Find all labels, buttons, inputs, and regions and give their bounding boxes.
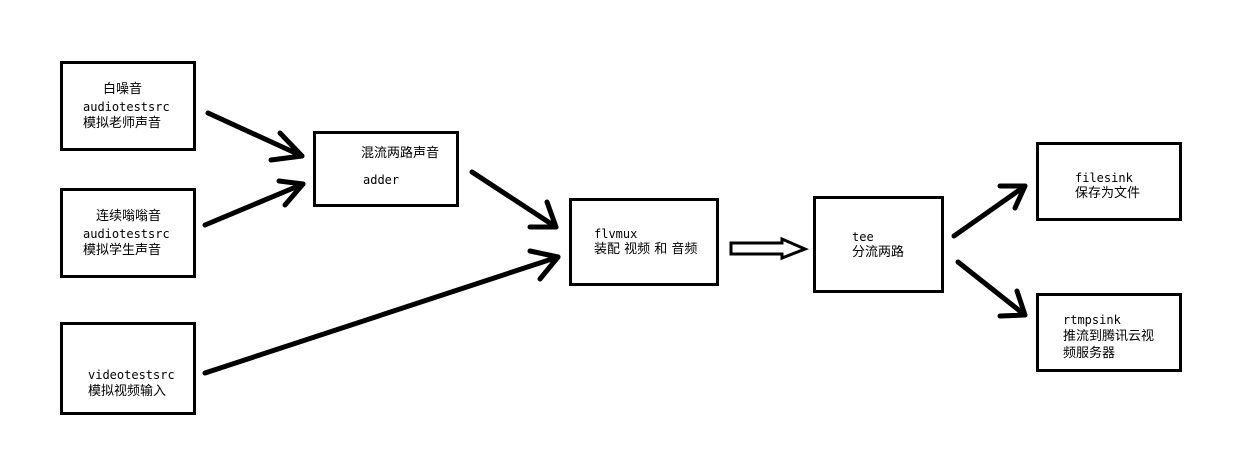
node-tee-desc: 分流两路 [852, 245, 905, 260]
node-video: videotestsrc 模拟视频输入 [60, 322, 196, 415]
node-tee: tee 分流两路 [813, 196, 944, 293]
node-rtmpsink: rtmpsink 推流到腾讯云视 频服务器 [1036, 293, 1182, 372]
arrow-tee-to-rtmpsink [955, 259, 1028, 319]
node-flvmux-element: flvmux [594, 227, 638, 241]
node-rtmpsink-desc-line1: 推流到腾讯云视 [1063, 329, 1155, 344]
arrow-beep-to-adder [202, 178, 306, 228]
node-tee-element: tee [852, 230, 874, 244]
node-rtmpsink-element: rtmpsink [1063, 313, 1121, 327]
node-rtmpsink-desc-line2: 频服务器 [1063, 346, 1116, 361]
node-filesink-desc: 保存为文件 [1075, 186, 1141, 201]
node-adder-element: adder [363, 173, 400, 187]
node-beep-desc: 模拟学生声音 [83, 243, 162, 258]
arrow-adder-to-flvmux [469, 169, 559, 230]
arrow-flvmux-to-tee [729, 236, 809, 261]
node-beep-element: audiotestsrc [83, 227, 170, 241]
node-beep-title: 连续嗡嗡音 [96, 209, 162, 224]
node-video-element: videotestsrc [88, 368, 175, 382]
node-flvmux: flvmux 装配 视频 和 音频 [569, 198, 719, 286]
node-white-noise: 白噪音 audiotestsrc 模拟老师声音 [60, 61, 196, 151]
node-video-desc: 模拟视频输入 [88, 384, 167, 399]
node-white-noise-desc: 模拟老师声音 [83, 116, 162, 131]
node-flvmux-desc: 装配 视频 和 音频 [594, 242, 698, 257]
node-filesink-element: filesink [1075, 171, 1133, 185]
node-beep: 连续嗡嗡音 audiotestsrc 模拟学生声音 [60, 188, 196, 278]
node-adder-title: 混流两路声音 [361, 146, 440, 161]
arrow-tee-to-filesink [951, 183, 1028, 239]
node-filesink: filesink 保存为文件 [1036, 142, 1182, 221]
arrow-whitenoise-to-adder [205, 110, 305, 163]
node-white-noise-element: audiotestsrc [83, 100, 170, 114]
node-adder: 混流两路声音 adder [313, 131, 459, 207]
arrow-video-to-flvmux [202, 248, 561, 376]
node-white-noise-title: 白噪音 [103, 82, 143, 97]
